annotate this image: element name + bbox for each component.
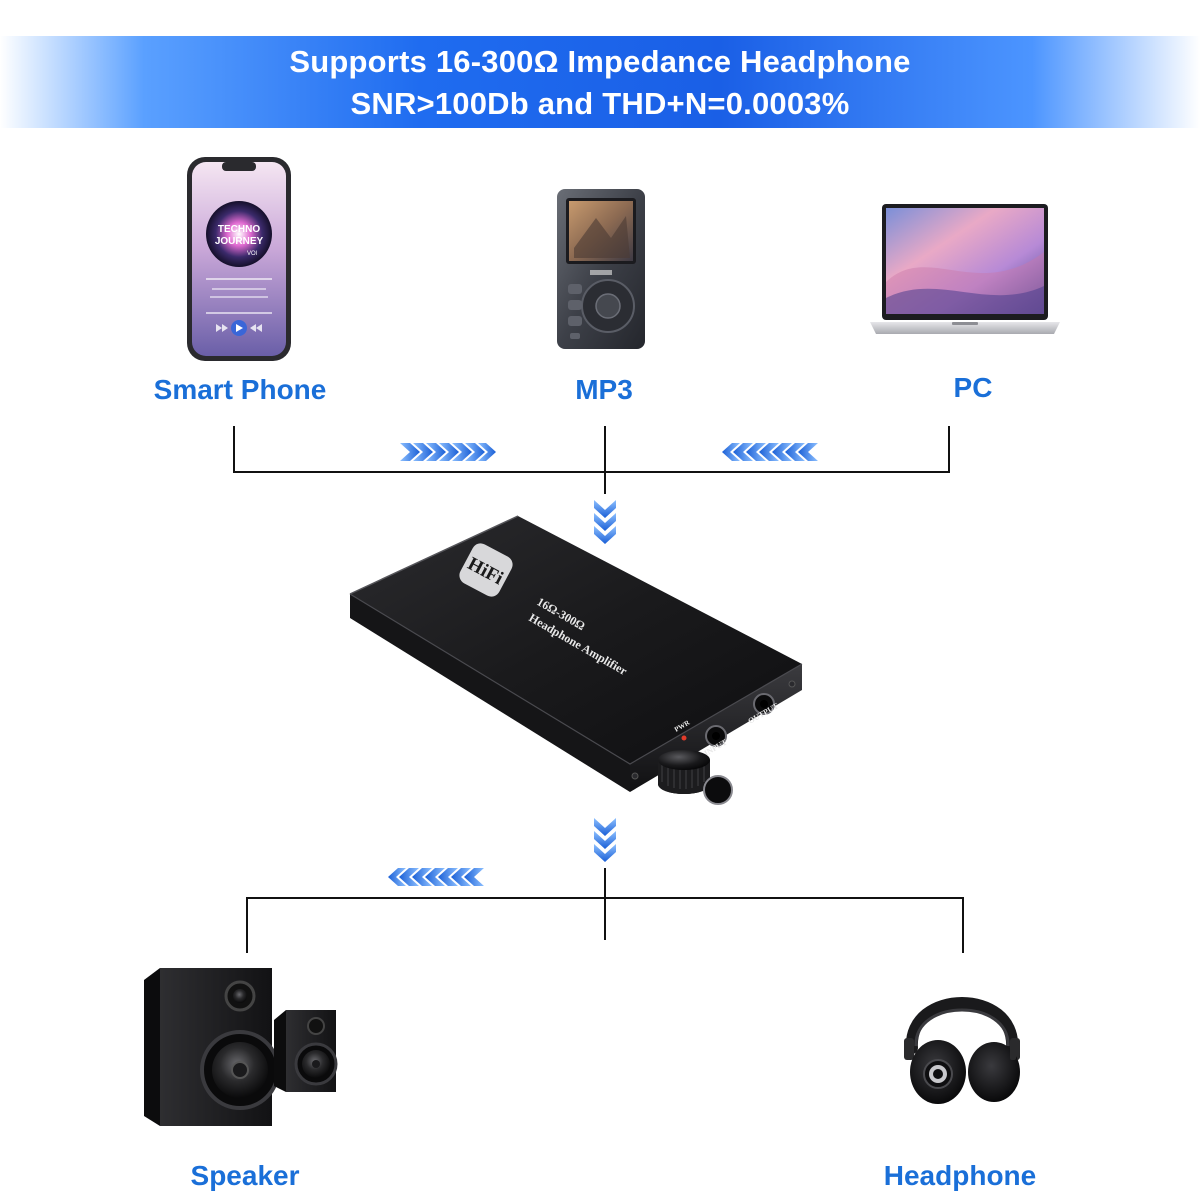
phone-screen-volume: VOl: [247, 251, 257, 257]
header-line-2: SNR>100Db and THD+N=0.0003%: [350, 86, 850, 121]
arrow-down-output-icon: [594, 818, 616, 862]
mp3-player-icon: [557, 189, 645, 349]
output-wires: [246, 868, 964, 953]
headphone-icon: [904, 997, 1020, 1104]
hifi-badge: HiFi: [459, 543, 513, 597]
speaker-icon: [144, 968, 338, 1126]
arrow-left-icon: [722, 443, 818, 461]
input-wires: [233, 426, 950, 494]
arrow-left-output-icon: [388, 868, 484, 886]
output-label-speaker: Speaker: [190, 1160, 300, 1191]
arrow-right-icon: [400, 443, 496, 461]
header-banner: [0, 36, 1200, 128]
header-line-1: Supports 16-300Ω Impedance Headphone: [289, 44, 911, 79]
arrow-down-icon: [594, 500, 616, 544]
power-led: [681, 735, 687, 741]
phone-screen-subtitle: JOURNEY: [215, 236, 264, 247]
smartphone-icon: TECHNO JOURNEY VOl: [187, 157, 291, 361]
source-label-pc: PC: [953, 372, 993, 403]
laptop-icon: [870, 204, 1060, 334]
source-label-mp3: MP3: [575, 374, 633, 405]
output-label-headphone: Headphone: [883, 1160, 1037, 1191]
headphone-amplifier: HiFi 16Ω-300Ω Headphone Amplifier PWR IN…: [349, 515, 803, 805]
source-label-smartphone: Smart Phone: [153, 374, 327, 405]
volume-knob-icon: [658, 750, 733, 805]
phone-screen-title: TECHNO: [218, 224, 260, 235]
